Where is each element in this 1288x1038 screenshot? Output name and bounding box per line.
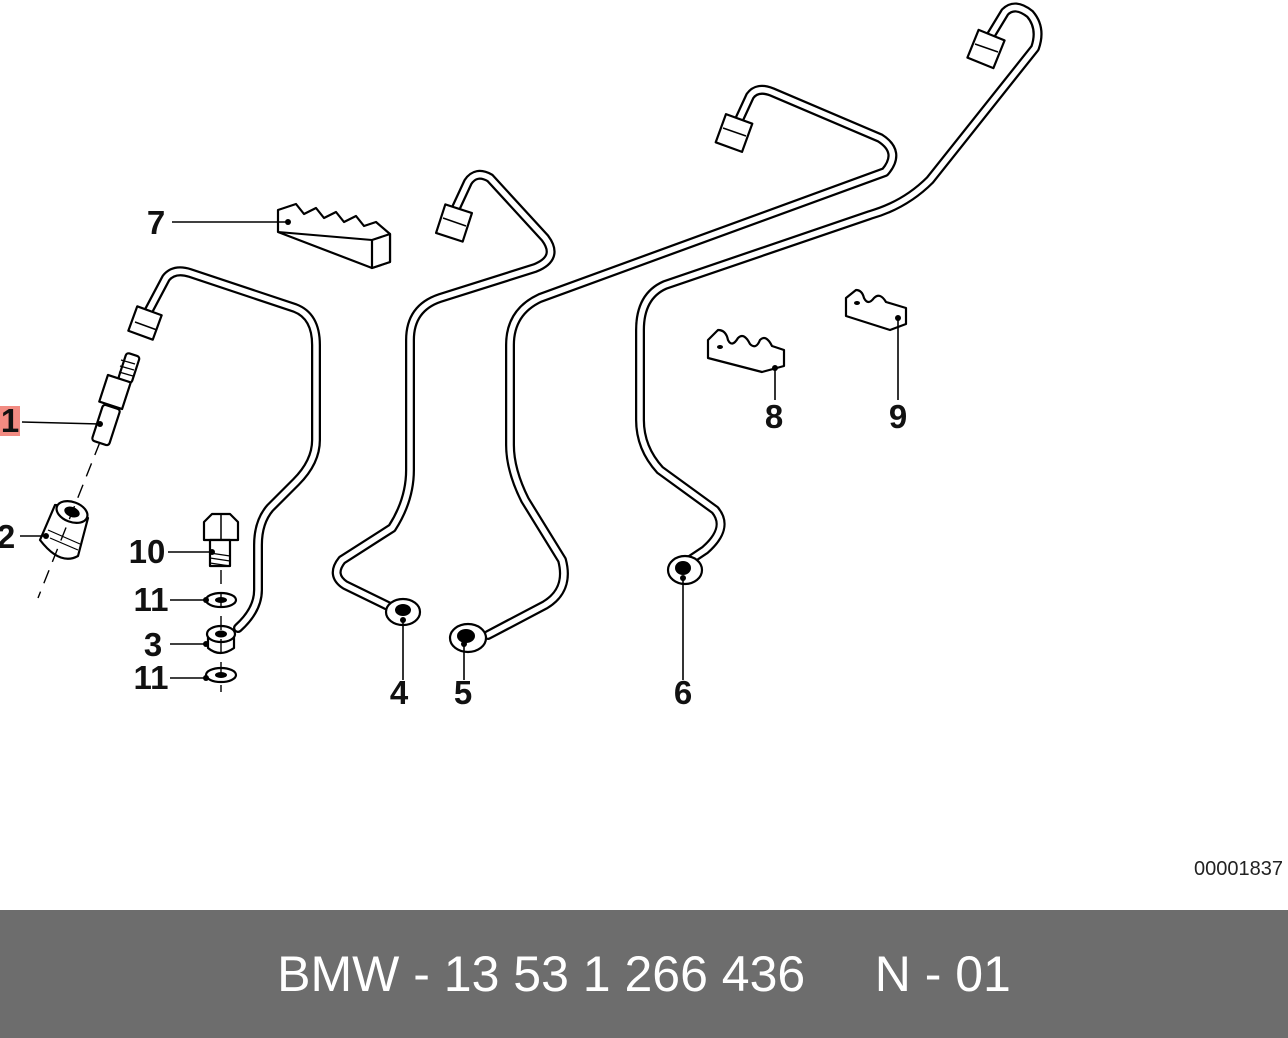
- callout-10[interactable]: 10: [129, 533, 166, 570]
- callout-11-top[interactable]: 11: [134, 581, 169, 618]
- injection-pipe-4: [331, 169, 556, 613]
- pipe-nut-4: [434, 203, 474, 243]
- callout-5[interactable]: 5: [454, 674, 472, 711]
- callout-3[interactable]: 3: [144, 626, 162, 663]
- part-2-sleeve: [38, 500, 90, 560]
- part-10-banjo-bolt: [202, 512, 240, 568]
- part-7-pipe-clamp: [276, 202, 392, 270]
- callout-11-bottom[interactable]: 11: [134, 659, 169, 696]
- banjo-fitting-3: [205, 624, 237, 655]
- banjo-fitting-5: [448, 622, 488, 654]
- callout-1-highlight: [0, 406, 20, 436]
- assembly-line-1-2: [37, 441, 101, 599]
- footer-brand: BMW: [277, 946, 400, 1002]
- footer-separator: -: [399, 946, 444, 1002]
- callout-4[interactable]: 4: [390, 674, 409, 711]
- pipe-nut-6: [966, 28, 1006, 70]
- pipe-nut-5: [714, 113, 754, 153]
- parts-diagram: 1 2 3 4 5 6 7 8 9 10 11 11 00001837: [0, 2, 1283, 880]
- footer-variant: N - 01: [874, 946, 1011, 1002]
- injection-pipe-6: [635, 2, 1043, 565]
- footer-part-number: 13 53 1 266 436: [443, 946, 806, 1002]
- pipe-nut-3: [127, 305, 163, 341]
- diagram-reference-code: 00001837: [1194, 858, 1283, 880]
- banjo-fitting-6: [666, 554, 704, 586]
- leader-lines: [20, 219, 901, 681]
- callout-9[interactable]: 9: [889, 398, 907, 435]
- footer-gap: [805, 945, 874, 1003]
- part-8-pipe-clamp: [706, 328, 786, 374]
- part-1-fitting: [91, 352, 141, 447]
- callout-6[interactable]: 6: [674, 674, 692, 711]
- part-9-pipe-clamp: [844, 288, 908, 332]
- callout-8[interactable]: 8: [765, 398, 783, 435]
- injection-pipe-3: [143, 266, 321, 633]
- callout-7[interactable]: 7: [147, 204, 165, 241]
- part-info-footer: BMW - 13 53 1 266 436 N - 01: [0, 910, 1288, 1038]
- injection-pipe-5: [483, 84, 898, 640]
- callout-2[interactable]: 2: [0, 518, 15, 555]
- callout-1[interactable]: 1: [1, 402, 19, 439]
